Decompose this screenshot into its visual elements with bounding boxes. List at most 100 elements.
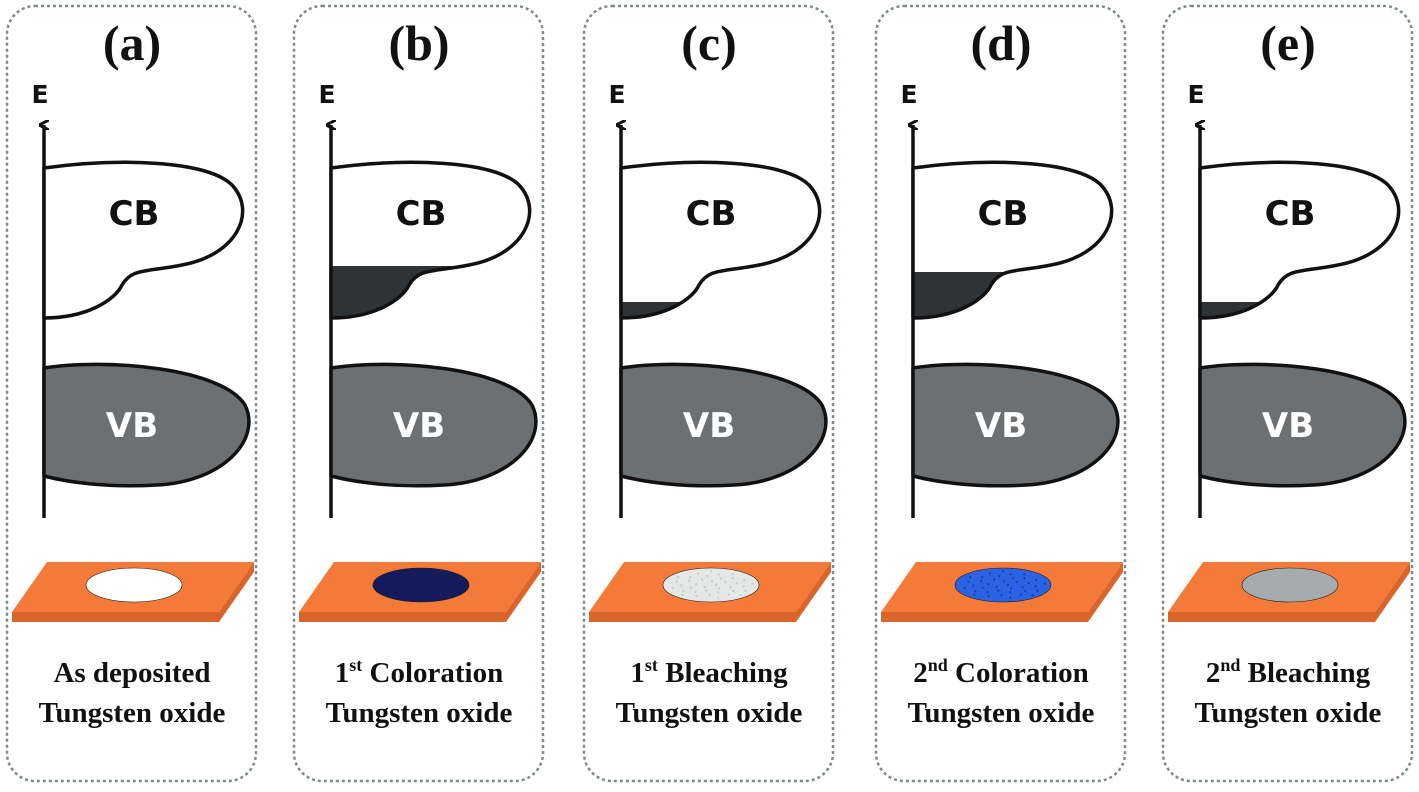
- film-speckle: [1021, 586, 1024, 589]
- film-speckle: [1043, 582, 1047, 585]
- film-speckle: [731, 573, 734, 576]
- panel-label: (d): [970, 15, 1031, 71]
- film-speckle: [700, 578, 704, 581]
- valence-band: [619, 362, 828, 488]
- film-speckle: [709, 570, 713, 573]
- caption-ordinal-suffix: nd: [1220, 655, 1240, 675]
- caption-ordinal: 2: [913, 657, 928, 689]
- tungsten-oxide-film: [372, 567, 470, 603]
- valence-band-label: VB: [106, 406, 158, 446]
- film-speckle: [743, 578, 746, 582]
- substrate-side: [1168, 612, 1375, 622]
- film-speckle: [973, 593, 976, 597]
- film-speckle: [1009, 573, 1012, 576]
- caption-line-1: 1st Coloration: [335, 655, 503, 689]
- film-speckle: [714, 583, 718, 587]
- film-speckle: [687, 579, 691, 583]
- film-speckle: [986, 590, 989, 594]
- tungsten-oxide-film: [1241, 567, 1339, 603]
- energy-axis-label: E: [1187, 80, 1204, 109]
- film-speckle: [1036, 589, 1039, 592]
- film-speckle: [1023, 573, 1026, 576]
- valence-band-label: VB: [975, 406, 1027, 446]
- caption-ordinal-suffix: st: [349, 655, 362, 675]
- conduction-band-outline: [329, 160, 532, 320]
- substrate-edge: [796, 562, 831, 622]
- caption-line-2: Tungsten oxide: [1195, 697, 1382, 729]
- substrate-side: [881, 612, 1088, 622]
- film-speckle: [705, 589, 708, 592]
- caption-line-1: 1st Bleaching: [630, 655, 788, 689]
- conduction-band: [44, 162, 243, 318]
- film-speckle: [694, 583, 698, 586]
- caption-line-2: Tungsten oxide: [908, 697, 1095, 729]
- caption-ordinal-suffix: st: [645, 655, 658, 675]
- film-speckle: [997, 589, 1000, 592]
- conduction-band-outline: [42, 160, 245, 320]
- caption-main: As deposited: [53, 657, 210, 689]
- film-speckle: [719, 577, 722, 580]
- film-speckle: [1031, 594, 1034, 597]
- caption-main: Bleaching: [658, 657, 788, 689]
- caption-line-1: 2nd Bleaching: [1206, 655, 1371, 689]
- film-speckle: [677, 575, 680, 579]
- film-speckle: [695, 594, 698, 598]
- panel-label: (a): [103, 15, 161, 71]
- film-speckle: [995, 585, 998, 589]
- film-speckle: [1006, 583, 1010, 587]
- film-speckle: [992, 578, 996, 581]
- valence-band-label: VB: [393, 406, 445, 446]
- caption-ordinal-suffix: nd: [928, 655, 948, 675]
- film-speckle: [1023, 576, 1026, 580]
- energy-axis-label: E: [31, 80, 48, 109]
- film-speckle: [675, 580, 678, 583]
- conduction-band-label: CB: [978, 194, 1029, 234]
- film-speckle: [1011, 577, 1014, 580]
- film-speckle: [716, 596, 720, 599]
- tungsten-oxide-film: [954, 567, 1052, 603]
- conduction-band-label: CB: [109, 194, 160, 234]
- valence-band-label: VB: [1262, 406, 1314, 446]
- film-speckle: [963, 587, 967, 590]
- film-speckle: [1000, 593, 1003, 597]
- film-speckle: [979, 579, 983, 583]
- film-speckle: [708, 593, 711, 597]
- caption-line-1: 2nd Coloration: [913, 655, 1089, 689]
- film-speckle: [723, 580, 727, 584]
- film-speckle: [689, 586, 692, 589]
- panel-label: (e): [1260, 15, 1316, 71]
- film-speckle: [717, 587, 721, 590]
- energy-axis-label: E: [318, 80, 335, 109]
- film-speckle: [967, 580, 970, 583]
- film-speckle: [703, 585, 706, 589]
- film-speckle: [1002, 580, 1006, 583]
- film-speckle: [988, 572, 992, 575]
- film-speckle: [998, 574, 1001, 578]
- substrate-edge: [1375, 562, 1410, 622]
- caption-ordinal: 1: [335, 657, 350, 689]
- film-speckle: [696, 572, 700, 575]
- film-speckle: [717, 573, 720, 576]
- substrate-side: [589, 612, 796, 622]
- film-speckle: [682, 590, 685, 593]
- caption-main: Coloration: [948, 657, 1089, 689]
- conduction-band-label: CB: [396, 194, 447, 234]
- tungsten-oxide-film: [85, 567, 183, 603]
- substrate-side: [299, 612, 506, 622]
- film-speckle: [1019, 593, 1022, 596]
- substrate-side: [12, 612, 219, 622]
- film-speckle: [729, 586, 732, 589]
- film-speckle: [969, 575, 972, 579]
- conduction-band-label: CB: [686, 194, 737, 234]
- film-speckle: [1001, 570, 1005, 573]
- caption-main: Coloration: [362, 657, 503, 689]
- film-speckle: [1009, 587, 1013, 590]
- film-speckle: [739, 594, 742, 597]
- caption-main: Bleaching: [1240, 657, 1370, 689]
- film-speckle: [987, 594, 990, 598]
- film-speckle: [710, 580, 714, 583]
- film-speckle: [732, 589, 735, 593]
